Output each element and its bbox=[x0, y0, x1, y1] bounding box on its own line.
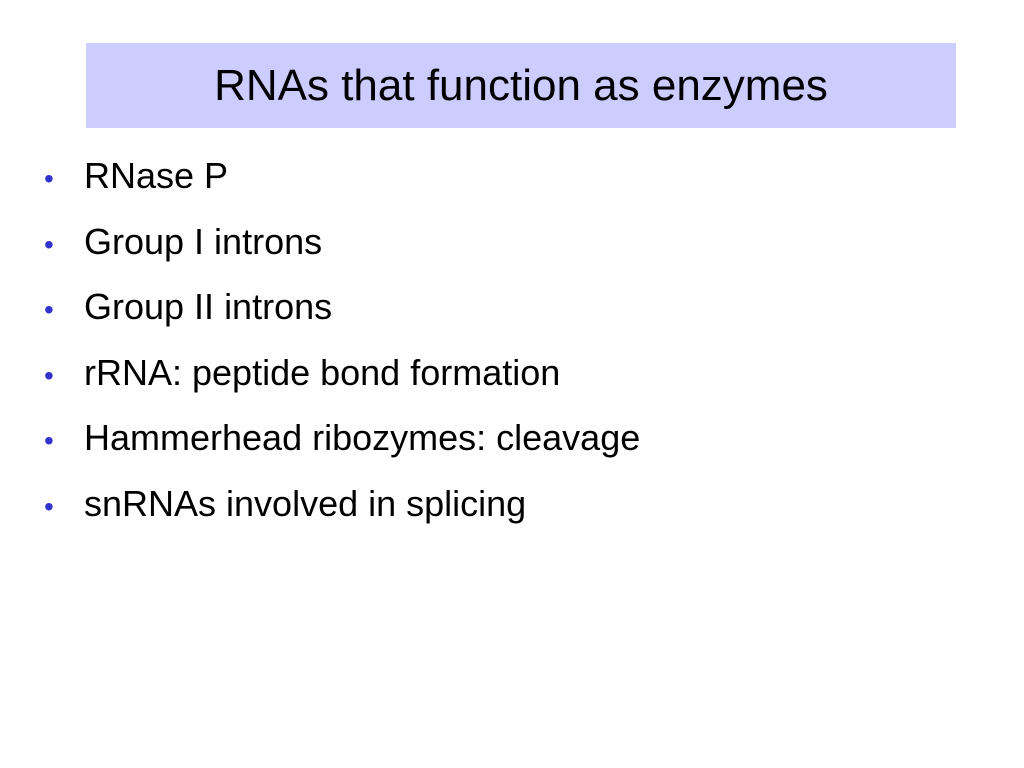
bullet-icon: • bbox=[44, 294, 54, 325]
bullet-icon: • bbox=[44, 163, 54, 194]
bullet-text: snRNAs involved in splicing bbox=[84, 482, 527, 524]
bullet-item: • rRNA: peptide bond formation bbox=[44, 351, 640, 421]
bullet-text: RNase P bbox=[84, 155, 229, 196]
bullet-icon: • bbox=[44, 425, 54, 456]
bullet-item: • Group II introns bbox=[44, 289, 640, 355]
title-banner: RNAs that function as enzymes bbox=[86, 43, 956, 128]
bullet-list: • RNase P • Group I introns • Group II i… bbox=[44, 158, 640, 551]
bullet-item: • snRNAs involved in splicing bbox=[44, 482, 640, 552]
bullet-item: • Hammerhead ribozymes: cleavage bbox=[44, 420, 640, 486]
bullet-text: Group II introns bbox=[84, 286, 333, 327]
bullet-icon: • bbox=[44, 490, 54, 522]
bullet-text: rRNA: peptide bond formation bbox=[84, 351, 561, 393]
bullet-icon: • bbox=[44, 228, 54, 260]
bullet-item: • Group I introns bbox=[44, 220, 640, 290]
slide-title: RNAs that function as enzymes bbox=[214, 60, 828, 110]
bullet-icon: • bbox=[44, 359, 54, 391]
bullet-item: • RNase P bbox=[44, 158, 640, 224]
bullet-text: Group I introns bbox=[84, 220, 323, 262]
bullet-text: Hammerhead ribozymes: cleavage bbox=[84, 417, 641, 458]
